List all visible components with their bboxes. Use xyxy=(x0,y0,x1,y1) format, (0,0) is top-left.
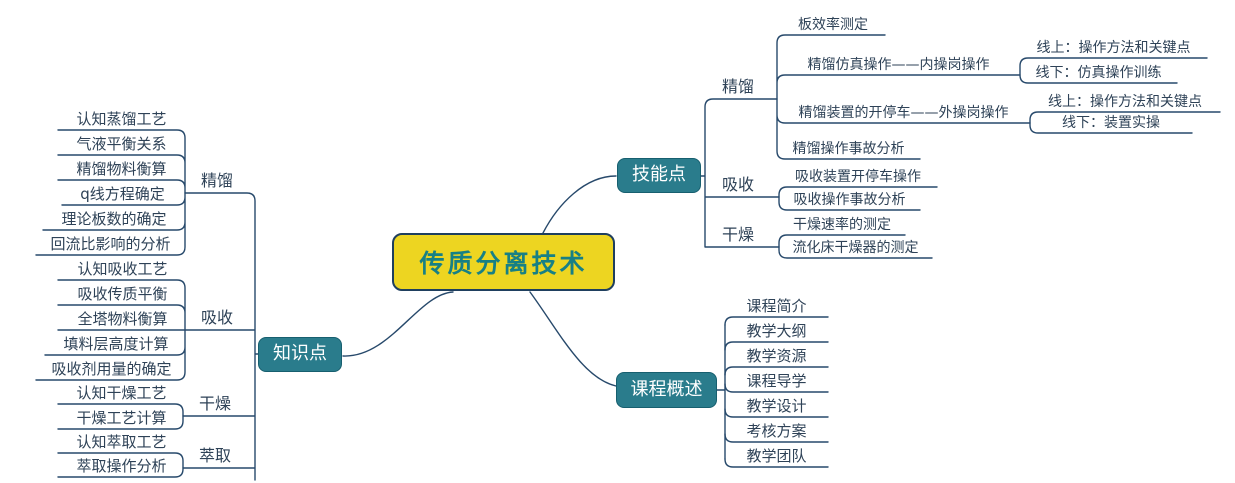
branch-node-overview[interactable]: 课程概述 xyxy=(616,372,717,408)
overview-items-bracket xyxy=(724,316,829,468)
topic-subitem[interactable]: 线下：装置实操 xyxy=(1062,115,1160,131)
skills-group-absorption-bracket xyxy=(778,186,938,211)
topic-item[interactable]: 吸收传质平衡 xyxy=(77,285,168,303)
topic-item[interactable]: 认知萃取工艺 xyxy=(76,433,167,451)
topic-item[interactable]: 课程简介 xyxy=(746,297,807,315)
topic-item[interactable]: 回流比影响的分析 xyxy=(50,235,171,253)
topic-item[interactable]: 考核方案 xyxy=(746,422,807,440)
knowledge-group-absorption-bracket xyxy=(35,279,186,381)
group-label-rectification-skills[interactable]: 精馏 xyxy=(721,77,754,96)
knowledge-spine xyxy=(182,192,259,481)
branch-node-knowledge[interactable]: 知识点 xyxy=(258,337,342,372)
skills-group-rectification-bracket xyxy=(776,34,1031,160)
topic-item[interactable]: 精馏装置的开停车——外操岗操作 xyxy=(798,105,1009,121)
topic-subitem[interactable]: 线上：操作方法和关键点 xyxy=(1036,40,1191,56)
topic-item[interactable]: 干燥速率的测定 xyxy=(793,217,891,233)
topic-subitem[interactable]: 线下：仿真操作训练 xyxy=(1035,65,1162,81)
group-label-drying-skills[interactable]: 干燥 xyxy=(721,225,754,244)
group-label-drying[interactable]: 干燥 xyxy=(198,394,231,413)
topic-item[interactable]: 干燥工艺计算 xyxy=(76,409,167,427)
topic-item[interactable]: 认知蒸馏工艺 xyxy=(76,110,167,128)
overview-spine xyxy=(716,324,726,460)
curve-central-to-overview xyxy=(529,291,617,387)
topic-item[interactable]: 气液平衡关系 xyxy=(76,135,167,153)
skills-group-drying-bracket xyxy=(778,234,933,259)
topic-item[interactable]: 萃取操作分析 xyxy=(76,457,167,475)
topic-item[interactable]: 教学团队 xyxy=(746,447,807,465)
curve-central-to-knowledge xyxy=(342,291,454,357)
curve-central-to-skills xyxy=(542,175,617,234)
topic-item[interactable]: 板效率测定 xyxy=(798,17,868,33)
topic-item[interactable]: 教学大纲 xyxy=(746,322,807,340)
topic-item[interactable]: 吸收剂用量的确定 xyxy=(51,360,172,378)
knowledge-group-rectification-bracket xyxy=(35,129,186,256)
topic-subitem[interactable]: 线上：操作方法和关键点 xyxy=(1048,94,1202,110)
topic-item[interactable]: 认知吸收工艺 xyxy=(77,260,168,278)
branch-node-skills[interactable]: 技能点 xyxy=(617,158,701,193)
knowledge-group-extraction-bracket xyxy=(57,452,184,478)
topic-item[interactable]: 吸收操作事故分析 xyxy=(793,192,906,208)
topic-item[interactable]: 精馏仿真操作——内操岗操作 xyxy=(807,57,990,73)
group-label-extraction[interactable]: 萃取 xyxy=(198,446,231,465)
skills-inner-operation-children-bracket xyxy=(1019,57,1208,84)
group-label-absorption[interactable]: 吸收 xyxy=(200,308,233,327)
group-label-absorption-skills[interactable]: 吸收 xyxy=(721,175,754,194)
topic-item[interactable]: 精馏物料衡算 xyxy=(76,160,167,178)
topic-item[interactable]: 理论板数的确定 xyxy=(61,210,167,228)
topic-item[interactable]: 认知干燥工艺 xyxy=(76,384,167,402)
topic-item[interactable]: 填料层高度计算 xyxy=(63,335,169,353)
group-label-rectification[interactable]: 精馏 xyxy=(200,171,233,190)
skills-outer-operation-children-bracket xyxy=(1029,111,1221,134)
topic-item[interactable]: 全塔物料衡算 xyxy=(77,310,168,328)
topic-item[interactable]: 课程导学 xyxy=(746,372,807,390)
topic-item[interactable]: 精馏操作事故分析 xyxy=(792,141,905,157)
topic-item[interactable]: q线方程确定 xyxy=(80,185,165,203)
topic-item[interactable]: 吸收装置开停车操作 xyxy=(795,169,921,185)
topic-item[interactable]: 教学资源 xyxy=(746,347,807,365)
topic-item[interactable]: 教学设计 xyxy=(746,397,807,415)
skills-spine xyxy=(699,98,780,248)
knowledge-group-drying-bracket xyxy=(57,403,184,430)
central-topic[interactable]: 传质分离技术 xyxy=(392,233,615,291)
topic-item[interactable]: 流化床干燥器的测定 xyxy=(792,240,919,256)
